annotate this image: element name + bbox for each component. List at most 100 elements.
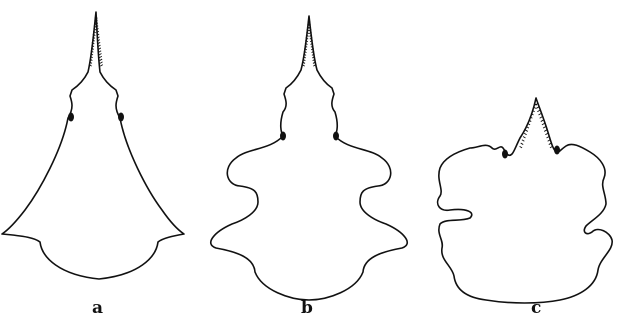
panel-label-b: b bbox=[301, 298, 313, 318]
eye-right-c bbox=[554, 145, 560, 155]
rostrum-hatching-a bbox=[88, 17, 104, 67]
hatch-stroke bbox=[303, 53, 307, 56]
hatch-stroke bbox=[547, 139, 551, 142]
hatch-stroke bbox=[312, 58, 316, 62]
hatch-stroke bbox=[527, 122, 531, 126]
hatch-stroke bbox=[95, 25, 99, 28]
hatch-stroke bbox=[310, 42, 314, 45]
hatch-stroke bbox=[549, 145, 553, 149]
eye-right-a bbox=[118, 112, 124, 122]
hatch-stroke bbox=[307, 20, 311, 24]
hatch-stroke bbox=[522, 136, 526, 139]
hatch-stroke bbox=[312, 61, 316, 64]
hatch-stroke bbox=[98, 53, 102, 56]
eye-left-b bbox=[280, 131, 286, 141]
hatch-stroke bbox=[304, 45, 308, 48]
panel-label-a: a bbox=[92, 298, 104, 318]
carapace-outline-a bbox=[1, 11, 185, 280]
hatch-stroke bbox=[312, 56, 315, 59]
rostrum-hatching-b bbox=[301, 20, 317, 67]
hatch-stroke bbox=[305, 39, 309, 43]
hatch-stroke bbox=[90, 53, 94, 56]
hatch-stroke bbox=[541, 122, 545, 126]
hatch-stroke bbox=[302, 58, 306, 62]
hatch-stroke bbox=[97, 39, 101, 42]
hatch-stroke bbox=[546, 136, 550, 139]
hatch-stroke bbox=[96, 36, 100, 39]
hatch-stroke bbox=[526, 126, 530, 129]
hatch-stroke bbox=[98, 47, 102, 50]
hatch-stroke bbox=[99, 55, 103, 59]
hatch-stroke bbox=[311, 50, 315, 54]
hatch-stroke bbox=[308, 26, 312, 29]
hatch-stroke bbox=[310, 48, 314, 51]
hatch-stroke bbox=[94, 19, 98, 23]
eye-left-a bbox=[68, 112, 74, 122]
hatch-stroke bbox=[96, 33, 100, 36]
hatch-stroke bbox=[91, 39, 95, 42]
hatch-stroke bbox=[548, 142, 552, 145]
hatch-stroke bbox=[305, 37, 309, 40]
hatch-stroke bbox=[301, 64, 305, 67]
hatch-stroke bbox=[303, 50, 307, 54]
panel-label-c: c bbox=[531, 298, 542, 318]
hatch-stroke bbox=[530, 113, 534, 116]
hatch-stroke bbox=[99, 58, 103, 61]
hatch-stroke bbox=[545, 132, 549, 136]
hatch-stroke bbox=[534, 103, 538, 106]
carapace-outline-c bbox=[436, 97, 613, 304]
hatch-stroke bbox=[519, 145, 523, 149]
hatch-stroke bbox=[99, 61, 103, 64]
hatch-stroke bbox=[521, 139, 525, 142]
hatch-stroke bbox=[91, 44, 95, 48]
hatch-stroke bbox=[306, 31, 310, 35]
carapace-panel-b bbox=[210, 15, 408, 301]
hatch-stroke bbox=[89, 55, 93, 59]
hatch-stroke bbox=[303, 56, 306, 59]
hatch-stroke bbox=[88, 64, 92, 67]
hatch-stroke bbox=[529, 116, 533, 119]
hatch-stroke bbox=[95, 28, 99, 31]
hatch-stroke bbox=[92, 30, 96, 34]
carapace-outline-b bbox=[210, 15, 408, 301]
hatch-stroke bbox=[90, 47, 94, 50]
hatch-stroke bbox=[542, 126, 546, 129]
eye-left-c bbox=[502, 149, 508, 159]
hatch-stroke bbox=[313, 64, 317, 67]
hatch-stroke bbox=[309, 39, 313, 43]
hatch-stroke bbox=[95, 22, 99, 25]
hatch-stroke bbox=[531, 109, 535, 113]
hatch-stroke bbox=[97, 42, 101, 45]
hatch-stroke bbox=[89, 58, 93, 61]
hatch-stroke bbox=[311, 53, 315, 56]
rostrum-hatching-c bbox=[519, 103, 553, 149]
hatch-stroke bbox=[520, 142, 524, 145]
hatch-stroke bbox=[91, 42, 95, 45]
hatch-stroke bbox=[98, 50, 102, 53]
hatch-stroke bbox=[528, 119, 532, 122]
hatch-stroke bbox=[539, 116, 543, 119]
hatch-stroke bbox=[537, 109, 541, 113]
hatch-stroke bbox=[543, 129, 547, 132]
hatch-stroke bbox=[100, 64, 104, 67]
hatch-stroke bbox=[535, 106, 539, 109]
eye-right-b bbox=[333, 131, 339, 141]
hatch-stroke bbox=[304, 42, 308, 45]
hatch-stroke bbox=[97, 44, 101, 48]
hatch-stroke bbox=[310, 45, 314, 48]
hatch-stroke bbox=[307, 23, 311, 26]
hatch-stroke bbox=[96, 30, 100, 34]
hatch-stroke bbox=[93, 28, 97, 31]
hatch-stroke bbox=[92, 33, 96, 36]
hatch-stroke bbox=[309, 34, 313, 37]
carapace-panel-c bbox=[436, 97, 613, 304]
hatch-stroke bbox=[305, 34, 309, 37]
hatch-stroke bbox=[533, 106, 537, 109]
hatch-stroke bbox=[92, 36, 96, 39]
hatch-stroke bbox=[309, 37, 313, 40]
hatch-stroke bbox=[89, 61, 93, 64]
hatch-stroke bbox=[302, 61, 306, 64]
hatch-stroke bbox=[538, 113, 542, 116]
hatch-stroke bbox=[90, 50, 94, 53]
